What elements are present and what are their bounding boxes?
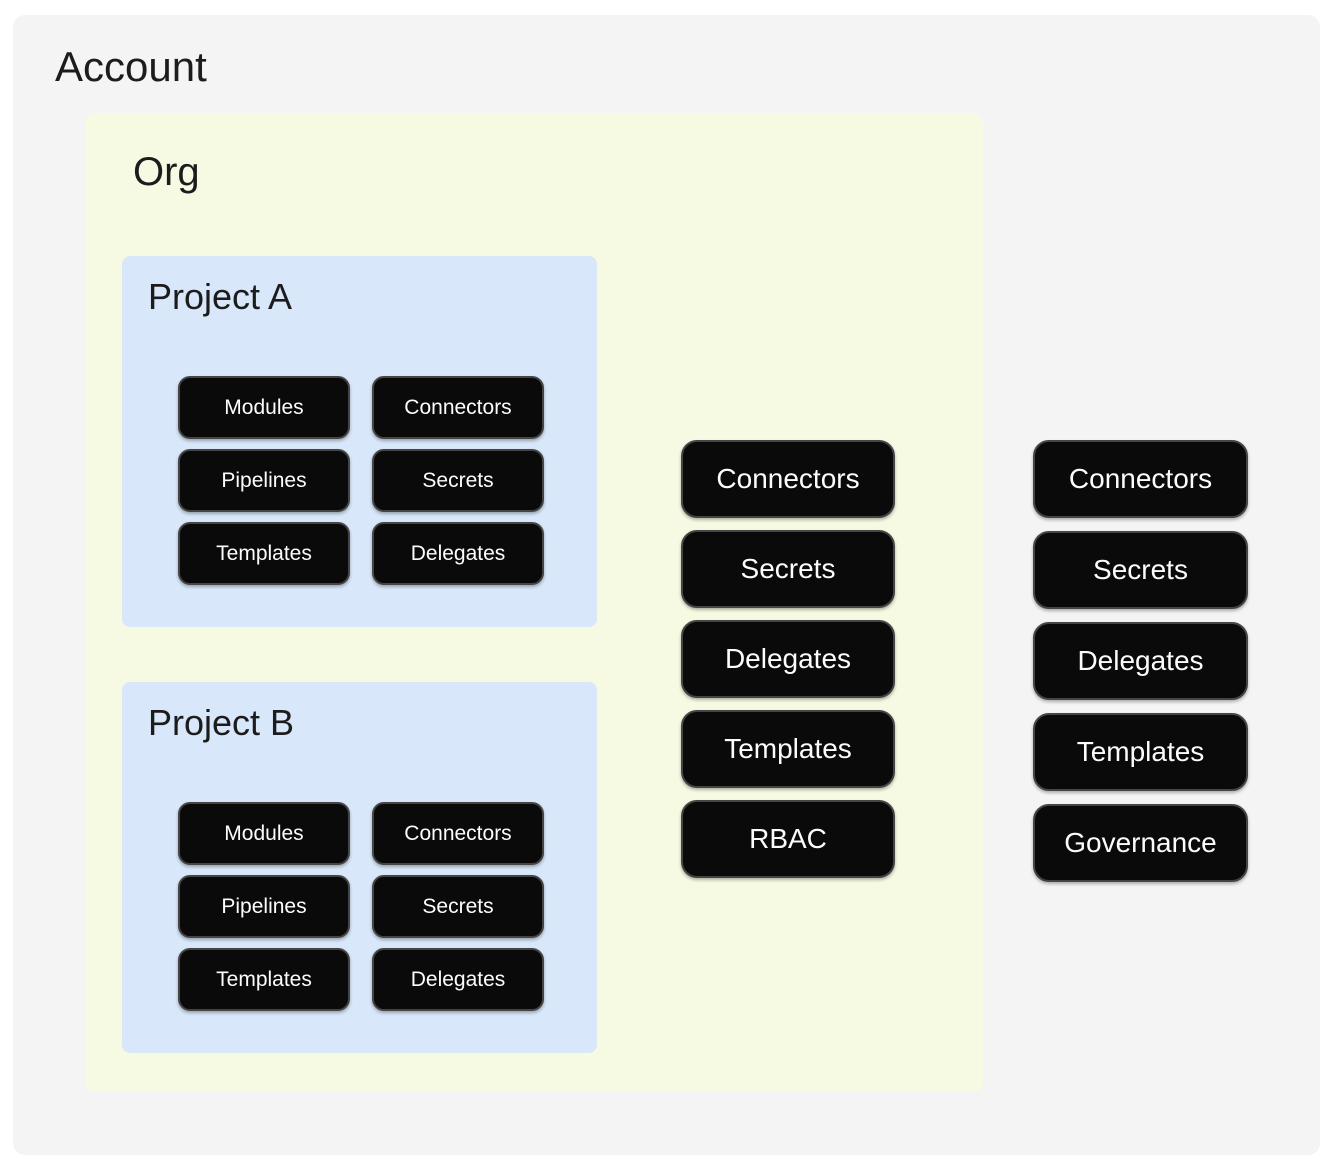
org-node-delegates[interactable]: Delegates <box>681 620 895 698</box>
account-node-connectors[interactable]: Connectors <box>1033 440 1248 518</box>
account-node-secrets[interactable]: Secrets <box>1033 531 1248 609</box>
org-node-templates[interactable]: Templates <box>681 710 895 788</box>
project-a-node-modules[interactable]: Modules <box>178 376 350 439</box>
project-b-node-templates[interactable]: Templates <box>178 948 350 1011</box>
account-label: Account <box>55 43 207 90</box>
org-node-rbac[interactable]: RBAC <box>681 800 895 878</box>
project-a-node-templates[interactable]: Templates <box>178 522 350 585</box>
org-container: Org Project A Modules Connectors Pipelin… <box>85 113 983 1092</box>
project-b-node-modules[interactable]: Modules <box>178 802 350 865</box>
project-a-label: Project A <box>148 276 293 317</box>
project-b-container: Project B Modules Connectors Pipelines S… <box>122 682 597 1053</box>
project-a-node-secrets[interactable]: Secrets <box>372 449 544 512</box>
project-b-resource-grid: Modules Connectors Pipelines Secrets Tem… <box>178 802 544 1011</box>
project-b-node-pipelines[interactable]: Pipelines <box>178 875 350 938</box>
project-b-label: Project B <box>148 702 295 743</box>
org-label: Org <box>133 150 200 194</box>
project-a-node-delegates[interactable]: Delegates <box>372 522 544 585</box>
account-node-delegates[interactable]: Delegates <box>1033 622 1248 700</box>
org-resource-column: Connectors Secrets Delegates Templates R… <box>681 440 895 878</box>
project-b-node-delegates[interactable]: Delegates <box>372 948 544 1011</box>
project-a-node-connectors[interactable]: Connectors <box>372 376 544 439</box>
account-node-templates[interactable]: Templates <box>1033 713 1248 791</box>
org-node-secrets[interactable]: Secrets <box>681 530 895 608</box>
org-node-connectors[interactable]: Connectors <box>681 440 895 518</box>
account-node-governance[interactable]: Governance <box>1033 804 1248 882</box>
project-b-node-secrets[interactable]: Secrets <box>372 875 544 938</box>
account-container: Account Org Project A Modules Connectors… <box>13 15 1320 1155</box>
project-b-node-connectors[interactable]: Connectors <box>372 802 544 865</box>
account-resource-column: Connectors Secrets Delegates Templates G… <box>1033 440 1248 882</box>
project-a-node-pipelines[interactable]: Pipelines <box>178 449 350 512</box>
project-a-resource-grid: Modules Connectors Pipelines Secrets Tem… <box>178 376 544 585</box>
project-a-container: Project A Modules Connectors Pipelines S… <box>122 256 597 627</box>
